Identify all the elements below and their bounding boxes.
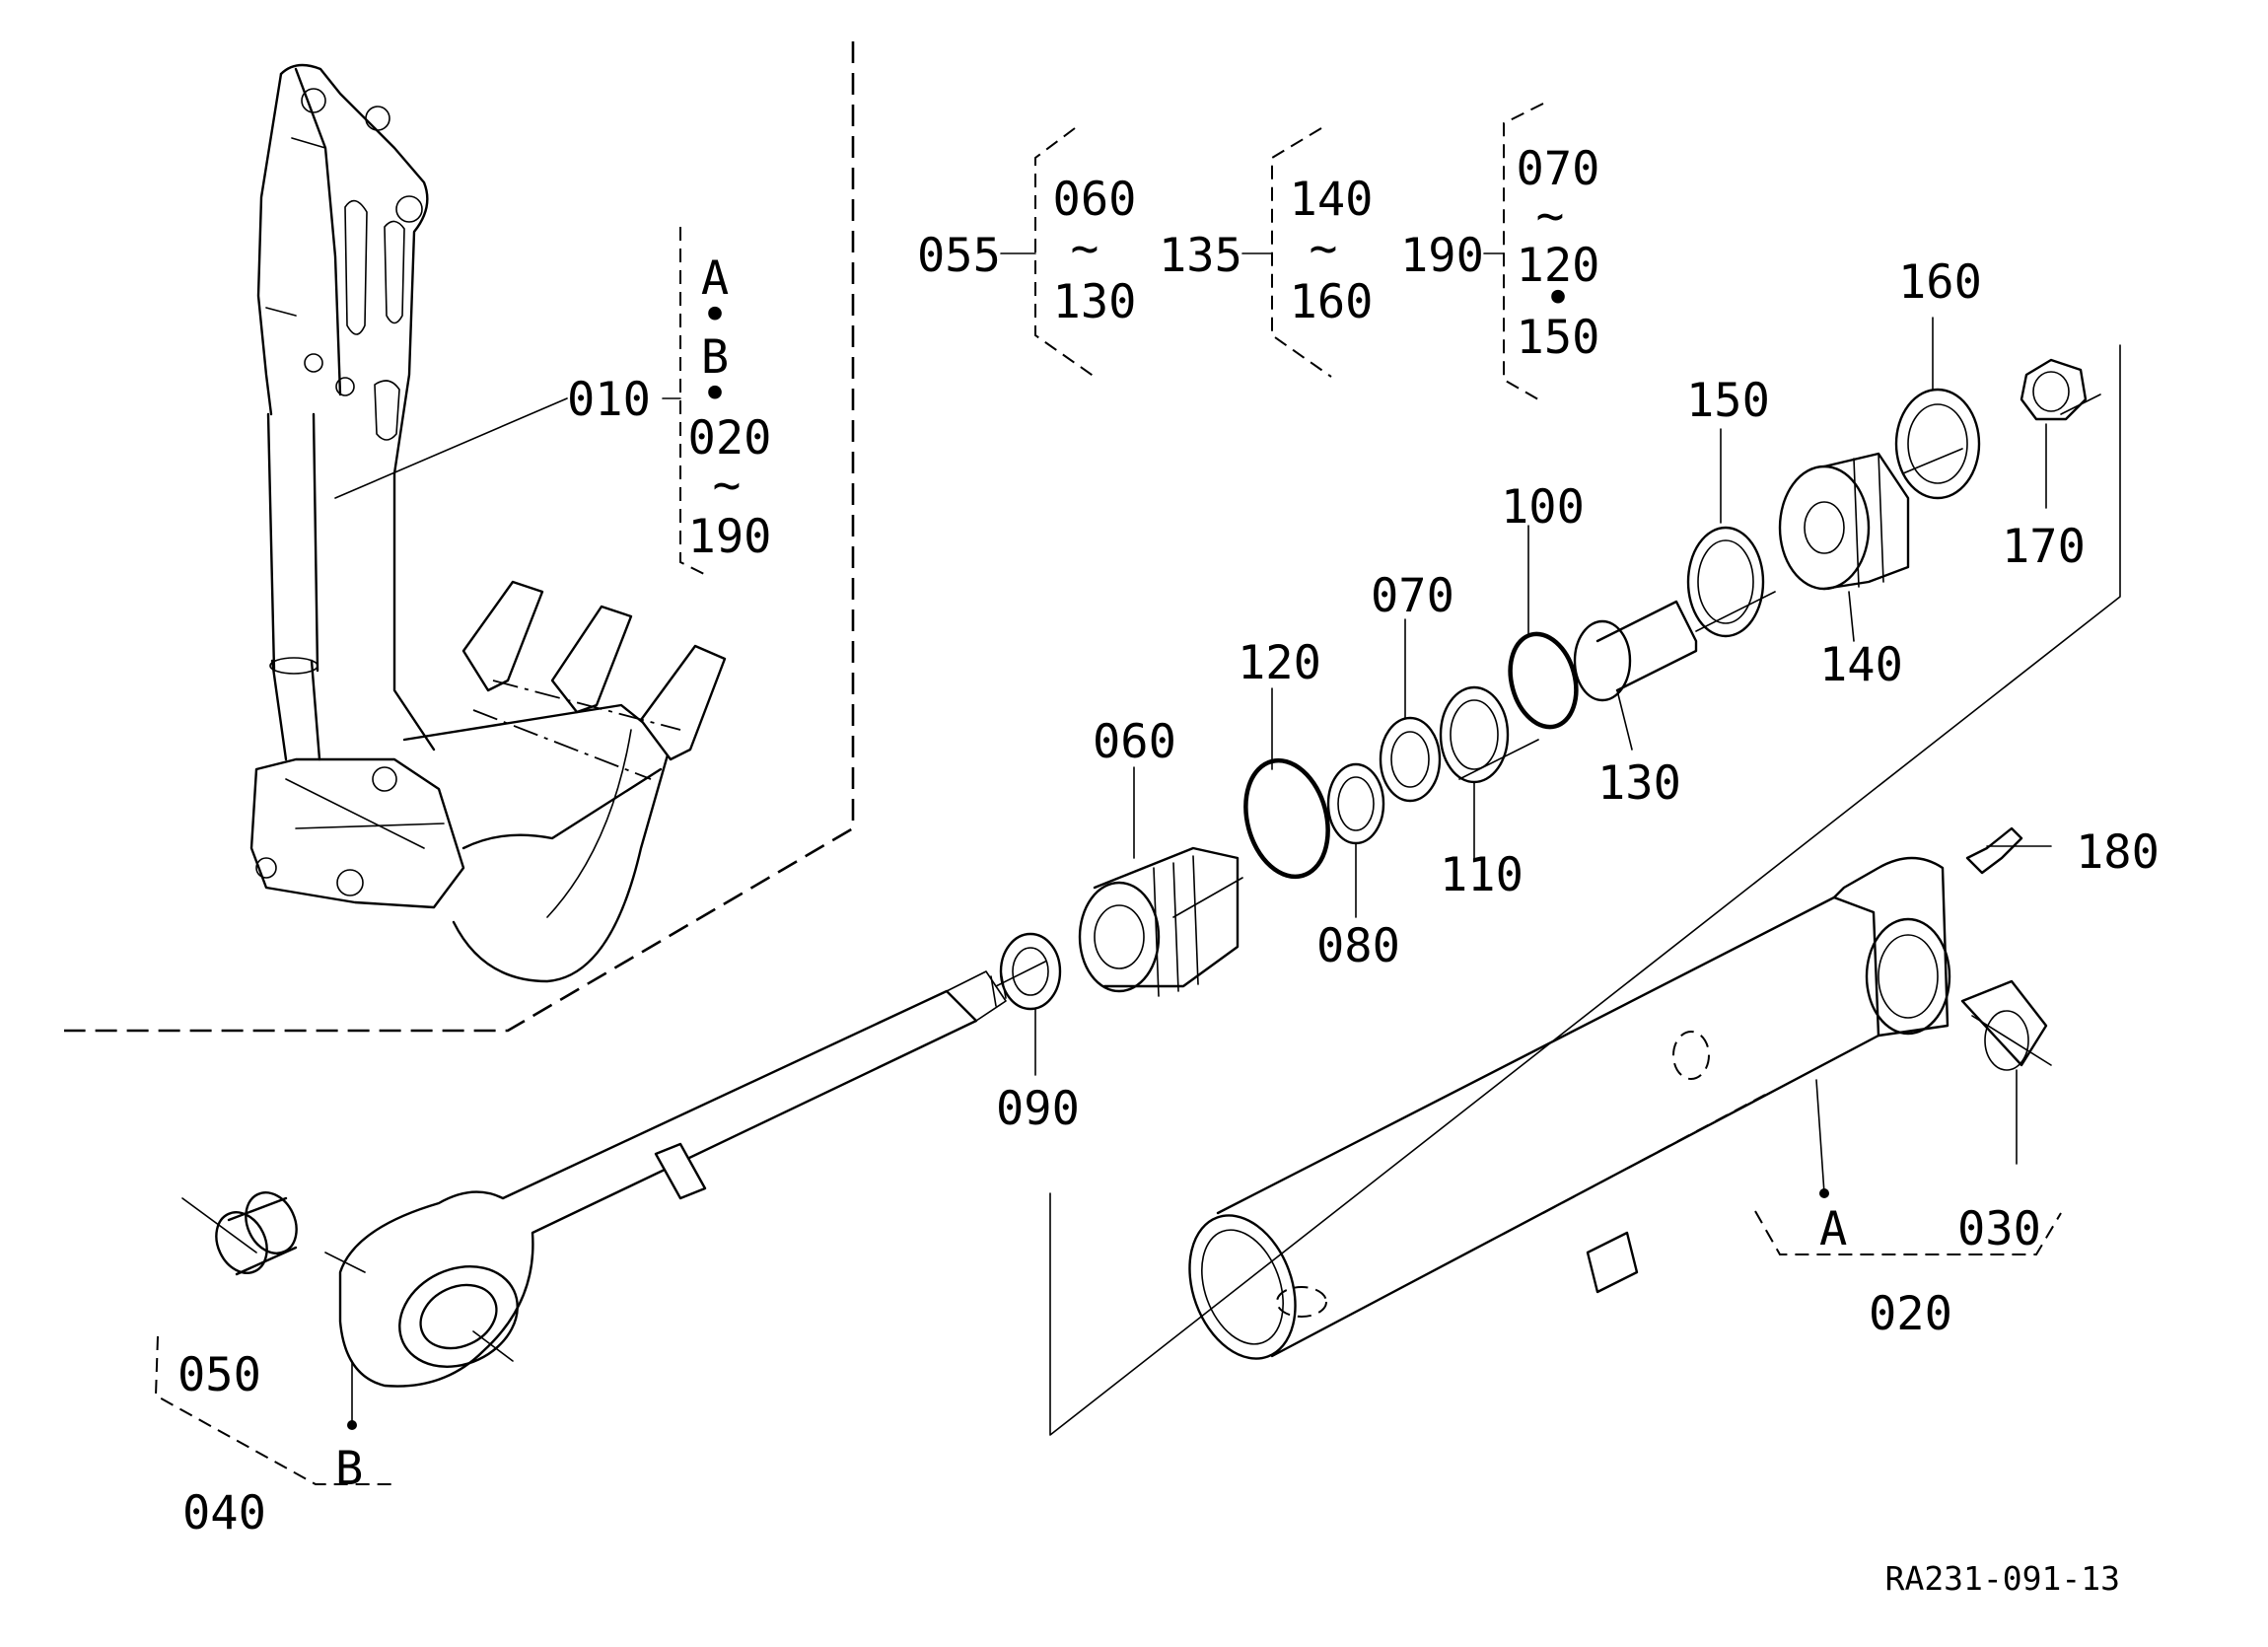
- svg-text:~: ~: [713, 458, 742, 513]
- ref-point-b-label: B: [335, 1442, 363, 1496]
- callout-100: 100: [1501, 480, 1585, 535]
- group-055-contents: 060 ~ 130: [1053, 173, 1137, 329]
- svg-text:020: 020: [688, 411, 772, 465]
- callout-070: 070: [1371, 569, 1454, 623]
- callout-080: 080: [1316, 919, 1400, 973]
- callout-030: 030: [1957, 1202, 2041, 1256]
- ref-point-a-label: A: [1819, 1202, 1847, 1256]
- svg-text:130: 130: [1053, 275, 1137, 329]
- callout-160: 160: [1898, 255, 1982, 310]
- callout-055: 055: [917, 229, 1001, 283]
- svg-text:•: •: [1544, 271, 1572, 325]
- callout-050: 050: [177, 1348, 261, 1402]
- group-010-contents: A • B • 020 ~ 190: [688, 251, 772, 564]
- arm-bucket-inset-illustration: [64, 41, 855, 1033]
- svg-text:•: •: [701, 288, 729, 342]
- callout-190: 190: [1400, 229, 1484, 283]
- svg-text:140: 140: [1290, 173, 1374, 227]
- group-190-contents: 070 ~ 120 • 150: [1517, 142, 1600, 365]
- svg-text:060: 060: [1053, 173, 1137, 227]
- svg-text:A: A: [701, 251, 729, 306]
- callout-120: 120: [1238, 636, 1321, 690]
- svg-text:120: 120: [1517, 239, 1600, 293]
- svg-text:~: ~: [1310, 221, 1338, 276]
- drawing-code: RA231-091-13: [1885, 1559, 2120, 1598]
- svg-text:B: B: [701, 330, 729, 385]
- reference-point-b-dot: [347, 1420, 357, 1430]
- svg-text:070: 070: [1517, 142, 1600, 196]
- callout-140: 140: [1819, 638, 1903, 692]
- callout-090: 090: [996, 1082, 1080, 1136]
- svg-text:~: ~: [1071, 221, 1099, 276]
- leader-lines: [154, 103, 2062, 1485]
- svg-text:~: ~: [1536, 188, 1565, 244]
- callout-130: 130: [1597, 756, 1681, 811]
- callout-110: 110: [1440, 848, 1524, 902]
- group-135-contents: 140 ~ 160: [1290, 173, 1374, 329]
- callout-170: 170: [2002, 520, 2086, 574]
- svg-text:190: 190: [688, 510, 772, 564]
- svg-text:150: 150: [1517, 311, 1600, 365]
- callout-150: 150: [1686, 374, 1770, 428]
- callout-135: 135: [1159, 229, 1242, 283]
- callout-060: 060: [1093, 715, 1176, 769]
- callout-020: 020: [1869, 1287, 1952, 1341]
- parts-illustration: [181, 344, 2121, 1436]
- callout-labels: 010 055 135 190 160 150 100 170 070 120 …: [177, 229, 2160, 1540]
- callout-010: 010: [567, 373, 651, 427]
- callout-040: 040: [182, 1486, 266, 1540]
- reference-point-a-dot: [1819, 1188, 1829, 1198]
- svg-text:•: •: [701, 367, 729, 421]
- svg-text:160: 160: [1290, 275, 1374, 329]
- callout-180: 180: [2076, 825, 2160, 880]
